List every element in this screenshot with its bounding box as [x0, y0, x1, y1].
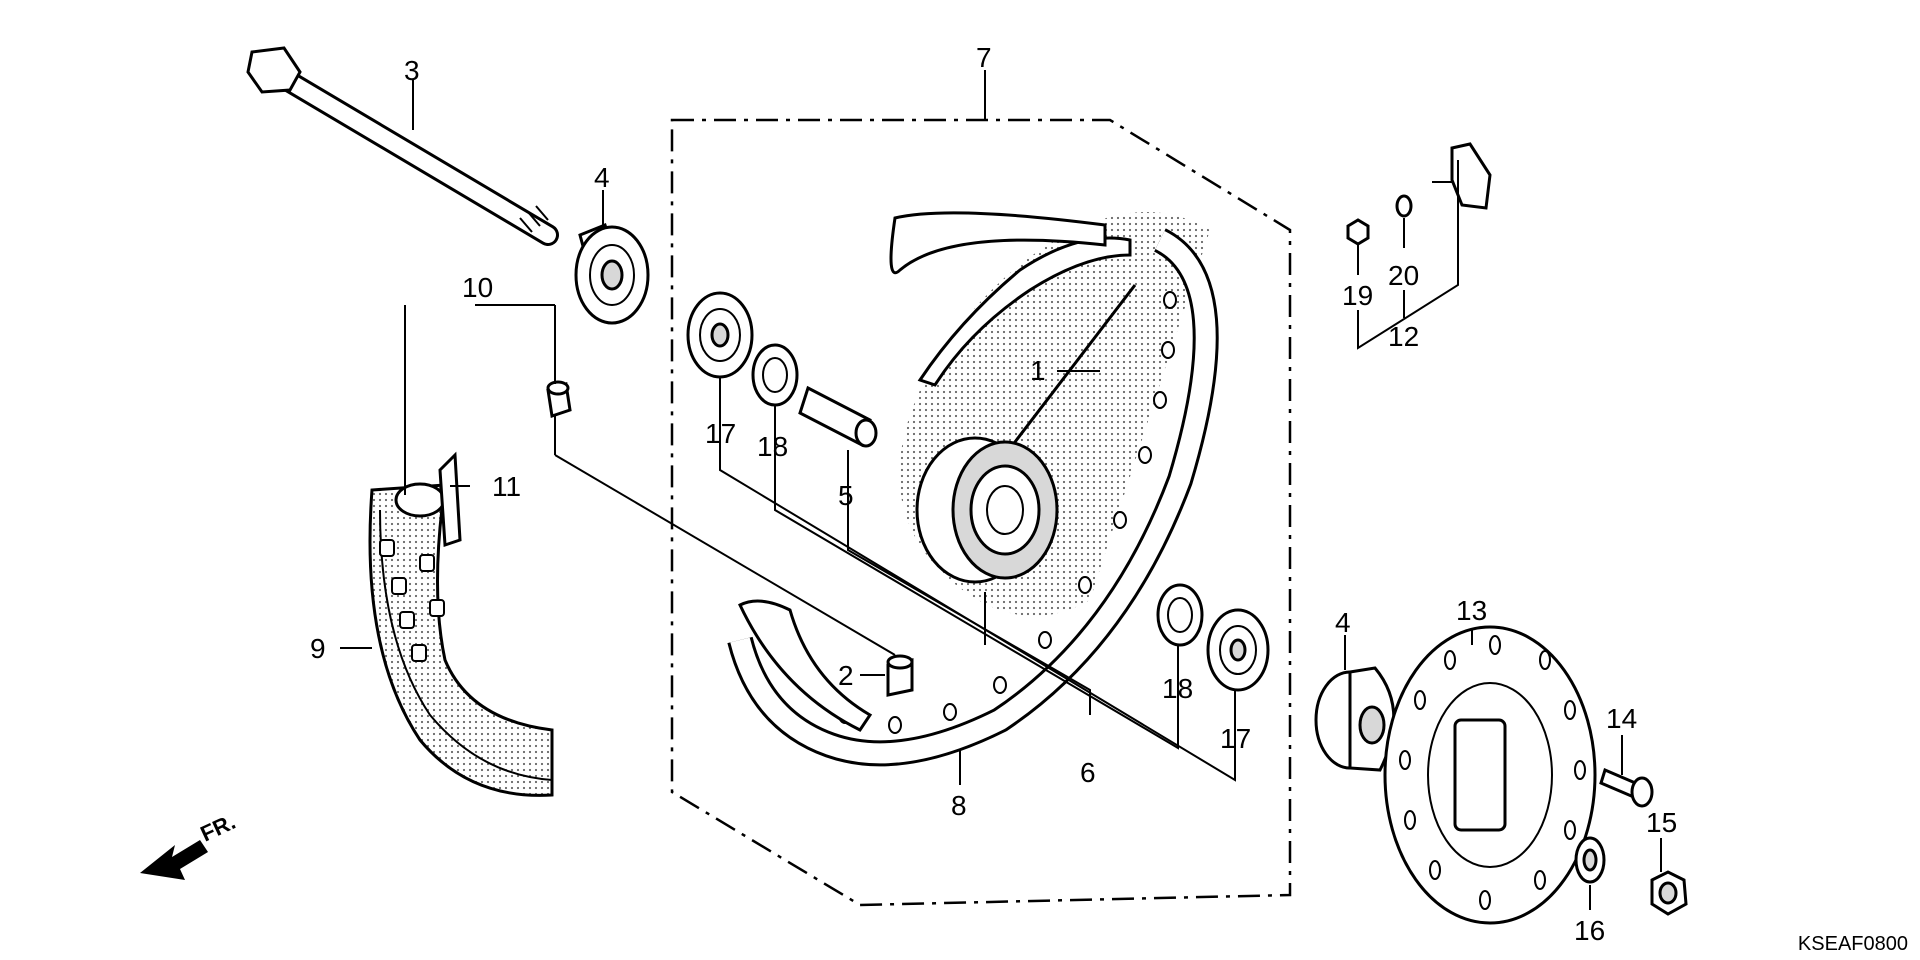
callout-19: 19: [1342, 280, 1373, 311]
callout-13: 13: [1456, 595, 1487, 626]
callout-17-right: 17: [1220, 723, 1251, 754]
callout-4-right: 4: [1335, 607, 1351, 638]
reflector-bracket-part: [1432, 142, 1492, 210]
callout-labels: 1 2 3 4 4 5 6 7 8 9 10 11 12 13 14 15 16…: [310, 42, 1677, 946]
axle-part: [246, 46, 559, 246]
callout-5: 5: [838, 480, 854, 511]
spoke-nut-part: [1346, 218, 1370, 246]
collar-left-part: [574, 223, 650, 325]
callout-9: 9: [310, 633, 326, 664]
callout-1: 1: [1030, 355, 1046, 386]
callout-18-left: 18: [757, 431, 788, 462]
dust-seal-right-part: [1206, 608, 1270, 692]
callout-20: 20: [1388, 260, 1419, 291]
spoke-washer-part: [1395, 194, 1413, 218]
distance-collar-part: [798, 385, 878, 448]
collar-right-part: [1314, 666, 1396, 772]
callout-17-left: 17: [705, 418, 736, 449]
callout-18-right: 18: [1162, 673, 1193, 704]
nut-part: [1650, 870, 1688, 916]
valve-part: [886, 654, 914, 697]
callout-11: 11: [492, 471, 521, 502]
hub-part: [915, 436, 1059, 584]
brake-disc-part: [1383, 625, 1597, 925]
callout-3: 3: [404, 55, 420, 86]
valve-cap-part: [546, 380, 572, 418]
front-direction-label: FR.: [197, 809, 240, 847]
washer-part: [1574, 836, 1606, 884]
tire-part: [368, 451, 554, 797]
assembly-boundary: [670, 118, 1292, 907]
diagram-code: KSEAF0800: [1798, 933, 1908, 955]
dust-seal-left-part: [686, 291, 754, 379]
callout-7: 7: [976, 42, 992, 73]
callout-12: 12: [1388, 321, 1419, 352]
disc-bolt-part: [1599, 767, 1654, 808]
callout-2: 2: [838, 660, 854, 691]
callout-10: 10: [462, 272, 493, 303]
callout-6: 6: [1080, 757, 1096, 788]
callout-4-left: 4: [594, 162, 610, 193]
callout-14: 14: [1606, 703, 1637, 734]
callout-15: 15: [1646, 807, 1677, 838]
callout-16: 16: [1574, 915, 1605, 946]
callout-8: 8: [951, 790, 967, 821]
bearing-right-part: [1156, 583, 1204, 647]
bearing-left-part: [751, 343, 799, 407]
leader-lines: [340, 70, 1662, 910]
front-direction-arrow: FR.: [140, 809, 239, 880]
